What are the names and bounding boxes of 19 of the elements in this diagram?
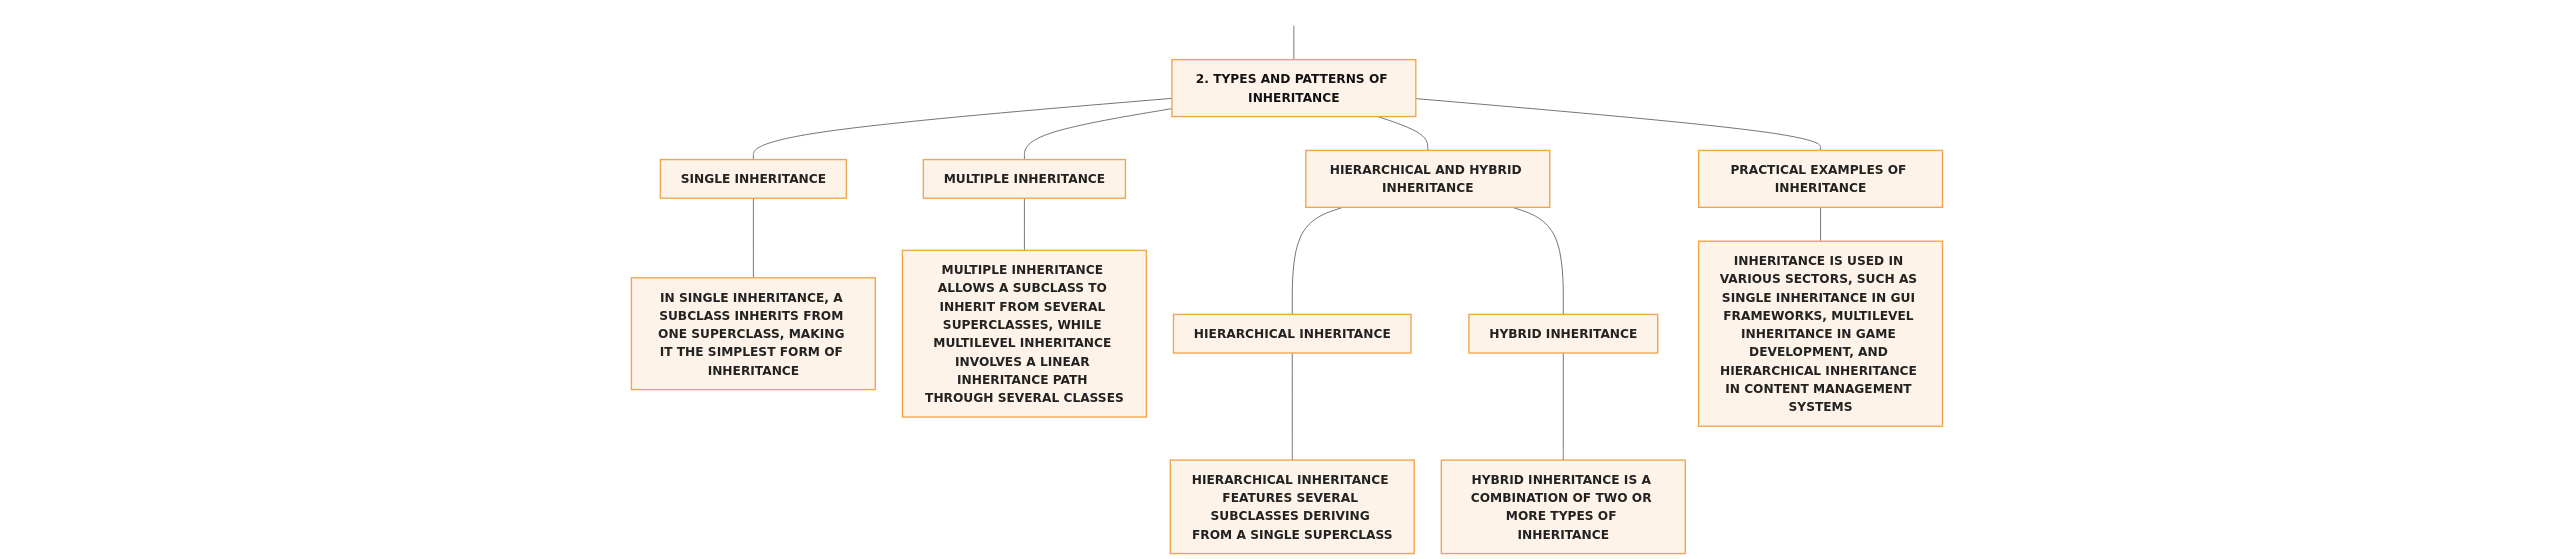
- node-box: INHERITANCE IS USED IN VARIOUS SECTORS, SUCH AS SINGLE INHERITANCE IN GUI FRAMEWORKS, MULTILEVEL INHERITANCE IN GAME DEVELOPMENT, AND HIERARCHICAL INHERITANCE IN CONTENT MANAGEMENT SYSTEMS: [1697, 240, 1944, 427]
- connector: [1024, 197, 1025, 251]
- node-box: HIERARCHICAL INHERITANCE: [1172, 313, 1412, 354]
- node-box: HIERARCHICAL AND HYBRID INHERITANCE: [1305, 149, 1551, 208]
- node-box: MULTIPLE INHERITANCE: [922, 158, 1127, 199]
- connector: [1820, 206, 1821, 242]
- connector: [1293, 25, 1295, 61]
- node-box: 2. TYPES AND PATTERNS OF INHERITANCE: [1171, 58, 1417, 118]
- node-box: SINGLE INHERITANCE: [659, 158, 848, 199]
- connector: [1562, 352, 1564, 461]
- node-box: HYBRID INHERITANCE: [1468, 313, 1659, 354]
- node-box: HYBRID INHERITANCE IS A COMBINATION OF TWO OR MORE TYPES OF INHERITANCE: [1440, 459, 1686, 555]
- connector: [753, 197, 754, 279]
- connector: [1291, 352, 1293, 461]
- node-box: IN SINGLE INHERITANCE, A SUBCLASS INHERITS FROM ONE SUPERCLASS, MAKING IT THE SIMPLEST FORM OF INHERITANCE: [630, 277, 877, 391]
- node-box: HIERARCHICAL INHERITANCE FEATURES SEVERAL SUBCLASSES DERIVING FROM A SINGLE SUPERCLASS: [1169, 459, 1415, 555]
- node-box: PRACTICAL EXAMPLES OF INHERITANCE: [1697, 149, 1944, 208]
- connector: [1415, 98, 1821, 151]
- node-box: MULTIPLE INHERITANCE ALLOWS A SUBCLASS TO INHERIT FROM SEVERAL SUPERCLASSES, WHILE MULTILEVEL INHERITANCE INVOLVES A LINEAR INHERITANCE PATH THROUGH SEVERAL CLASSES: [901, 249, 1148, 418]
